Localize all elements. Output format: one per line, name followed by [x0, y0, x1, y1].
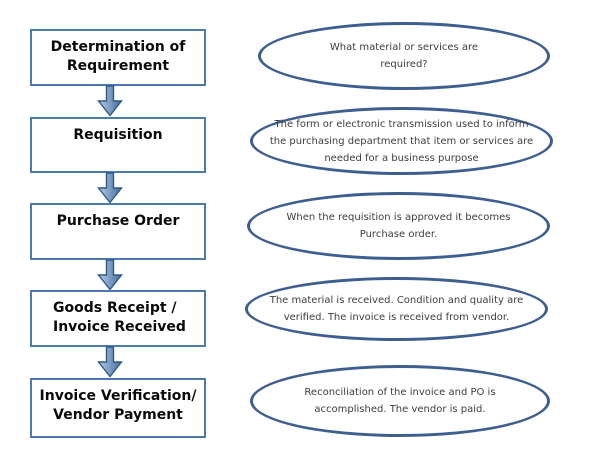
note-text-line: What material or services are [329, 42, 479, 53]
down-arrow-icon [97, 259, 123, 291]
step-box-label-line: Requisition [73, 127, 163, 143]
note-ellipse-invoice-verification-vendor-payment: Reconciliation of the invoice and PO is … [250, 365, 550, 437]
note-text-line: the purchasing department that item or s… [269, 135, 534, 147]
step-box-label-line: Vendor Payment [53, 407, 183, 423]
step-box-goods-receipt-invoice-received: Goods Receipt / Invoice Received [30, 290, 206, 347]
down-arrow-icon [97, 172, 123, 204]
down-arrow-icon [97, 85, 123, 117]
step-box-determination-of-requirement: Determination of Requirement [30, 29, 206, 86]
note-text-line: needed for a business purpose [324, 152, 479, 164]
note-ellipse-purchase-order: When the requisition is approved it beco… [247, 192, 550, 260]
note-text-line: Reconciliation of the invoice and PO is [304, 387, 496, 398]
step-box-label-line: Invoice Verification/ [39, 388, 197, 404]
step-box-requisition: Requisition [30, 117, 206, 173]
down-arrow-icon [97, 346, 123, 378]
note-text-line: accomplished. The vendor is paid. [314, 404, 486, 415]
note-text-line: verified. The invoice is received from v… [283, 312, 510, 323]
note-ellipse-goods-receipt-invoice-received: The material is received. Condition and … [245, 277, 548, 341]
note-text-line: The material is received. Condition and … [269, 295, 524, 306]
note-text-line: The form or electronic transmission used… [274, 118, 529, 130]
note-text-line: Purchase order. [359, 229, 438, 240]
step-box-purchase-order: Purchase Order [30, 203, 206, 260]
note-text-line: When the requisition is approved it beco… [286, 212, 511, 223]
note-ellipse-requisition: The form or electronic transmission used… [250, 107, 553, 175]
step-box-label-line: Determination of [50, 39, 186, 55]
step-box-label-line: Purchase Order [56, 213, 180, 229]
step-box-label-line: Invoice Received [53, 319, 186, 335]
note-ellipse-determination-of-requirement: What material or services are required? [258, 22, 550, 90]
step-box-label-line: Requirement [66, 58, 170, 74]
step-box-label-line: Goods Receipt / [53, 300, 177, 316]
step-box-invoice-verification-vendor-payment: Invoice Verification/ Vendor Payment [30, 378, 206, 438]
note-text-line: required? [380, 59, 428, 70]
